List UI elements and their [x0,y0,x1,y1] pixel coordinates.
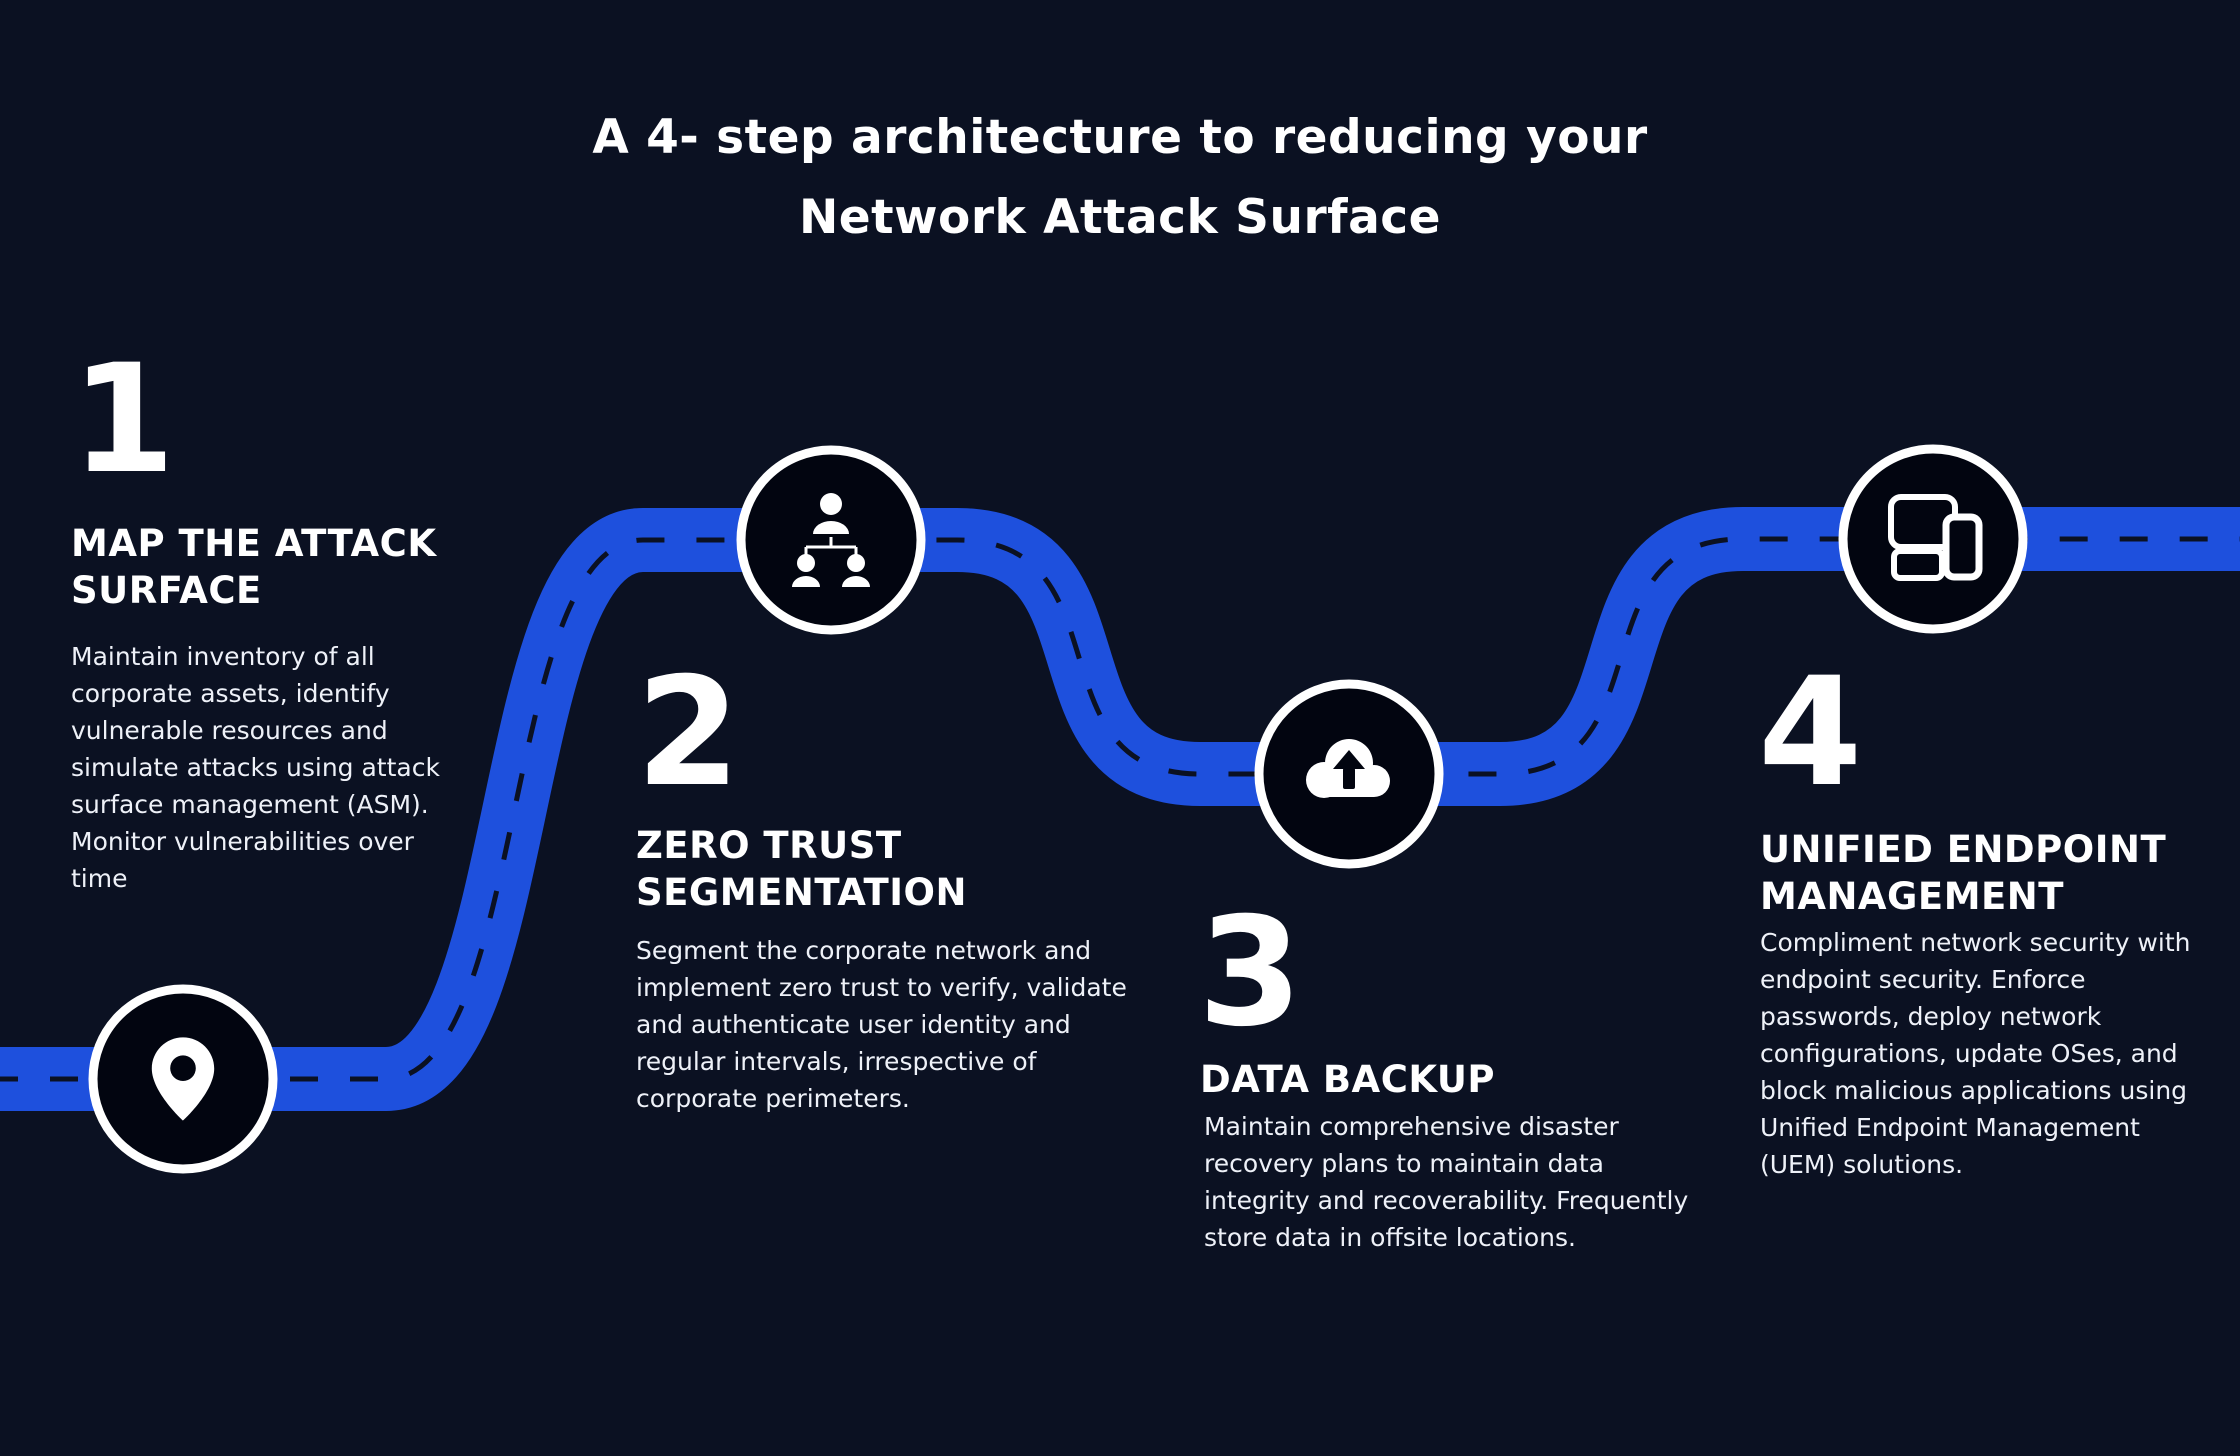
page-title-line2: Network Attack Surface [798,190,1442,245]
location-pin-icon [151,1037,215,1121]
node-uem [1838,444,2028,634]
devices-icon [1888,494,1983,581]
road-center-dashes [0,536,2240,1082]
step-1-heading: MAP THE ATTACK SURFACE [71,522,437,613]
step-1-number: 1 [71,333,175,507]
step-4-body: Compliment network security with endpoin… [1760,928,2191,1179]
step-2-body: Segment the corporate network and implem… [636,936,1127,1113]
cloud-upload-icon [1306,739,1390,798]
node-zero-trust [736,445,926,635]
step-4-number: 4 [1758,646,1862,820]
step-2-number: 2 [636,646,740,820]
page-title-line1: A 4- step architecture to reducing your [592,110,1648,165]
node-data-backup [1254,679,1444,869]
step-3-body: Maintain comprehensive disaster recovery… [1204,1112,1689,1252]
node-circle [88,984,278,1174]
step-3-heading: DATA BACKUP [1200,1058,1496,1101]
step-3-number: 3 [1198,886,1302,1060]
step-2-heading: ZERO TRUST SEGMENTATION [636,824,967,915]
node-map-surface [88,984,278,1174]
org-people-icon [792,493,870,587]
step-1-body: Maintain inventory of all corporate asse… [71,642,440,893]
step-4-heading: UNIFIED ENDPOINT MANAGEMENT [1760,828,2167,919]
page-title: A 4- step architecture to reducing your … [0,98,2240,258]
